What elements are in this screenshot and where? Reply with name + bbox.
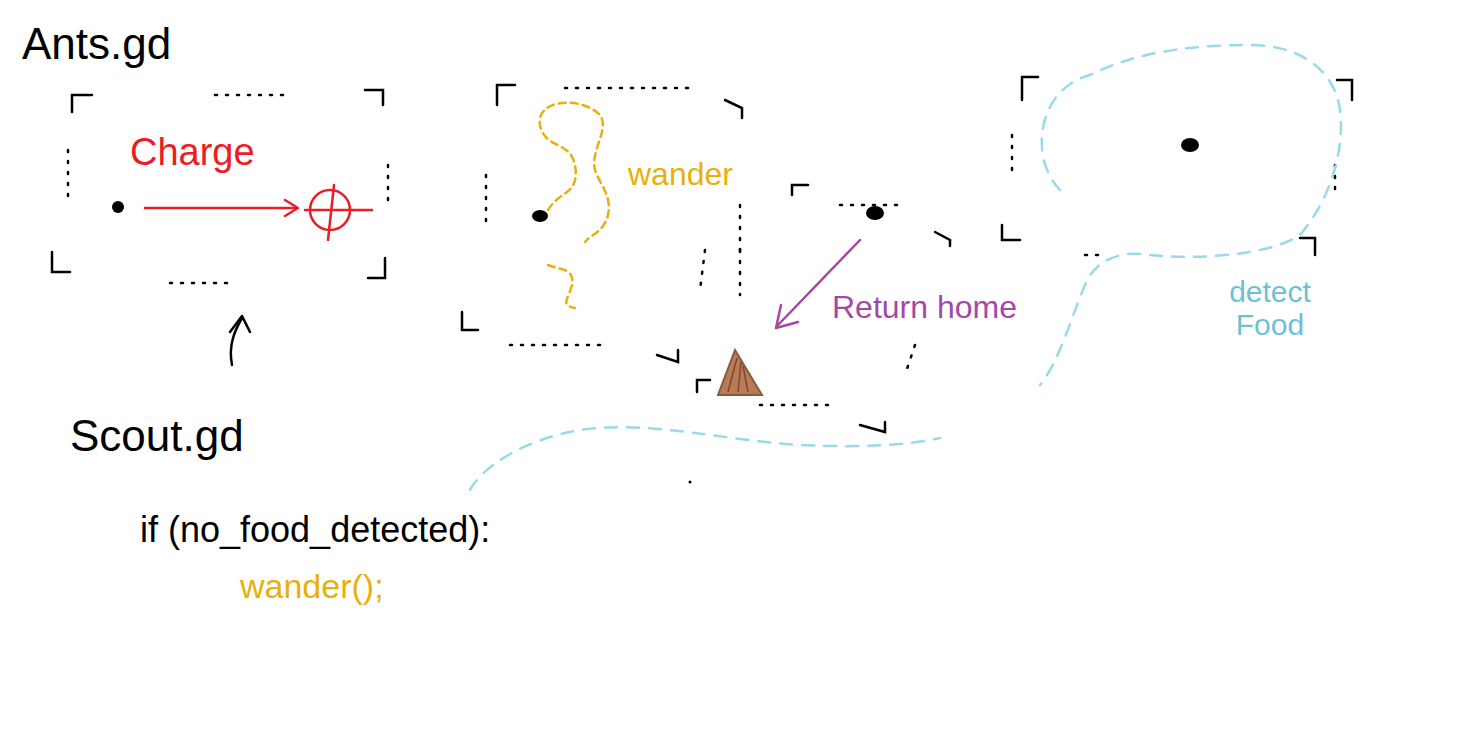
frame-corner <box>497 85 515 105</box>
ant-dot <box>866 206 884 220</box>
charge-arrow <box>145 185 372 240</box>
scout-pointer <box>230 316 250 365</box>
file-label: Scout.gd <box>70 412 244 460</box>
frame-corner <box>860 422 885 432</box>
ant-dot <box>112 201 124 213</box>
action-label: wander <box>628 157 733 192</box>
frame-corner <box>1337 80 1352 100</box>
frame-corner <box>52 252 70 272</box>
arrow-head <box>776 305 798 328</box>
ant-dot <box>1181 138 1199 152</box>
arrow-shaft <box>145 207 295 210</box>
range-outline <box>470 427 940 490</box>
file-label: Ants.gd <box>22 20 171 68</box>
wander-squiggle <box>548 265 575 308</box>
frame-corner <box>1022 77 1038 100</box>
range-outline <box>1040 45 1341 385</box>
frame-corner <box>462 312 478 330</box>
frame-corner <box>72 95 92 112</box>
action-label: Charge <box>130 132 255 174</box>
code-label: wander(); <box>240 568 384 605</box>
nest-hatch <box>728 358 748 392</box>
wander-loop <box>540 103 609 242</box>
ant-dot <box>532 210 548 222</box>
frame-one <box>52 90 388 283</box>
arrow-head <box>285 200 298 216</box>
nest-symbol <box>718 350 762 395</box>
frame-two <box>462 85 742 362</box>
frame-corner <box>935 232 950 246</box>
nest-mound <box>718 350 762 395</box>
action-label: Return home <box>832 290 1017 325</box>
frame-dots <box>486 88 740 345</box>
frame-corner <box>1300 238 1315 255</box>
frame-dots <box>1012 135 1335 255</box>
target-cross <box>305 185 372 240</box>
frame-corner <box>365 90 383 105</box>
frame-dots <box>68 95 388 283</box>
wander-path <box>540 103 609 308</box>
frame-corner <box>657 350 678 362</box>
frame-corner <box>792 185 808 195</box>
frame-corner <box>368 258 385 278</box>
frame-four <box>1002 77 1352 255</box>
frame-corner <box>697 380 710 392</box>
code-label: if (no_food_detected): <box>140 510 490 550</box>
pointer-head <box>230 316 250 332</box>
action-label: detect Food <box>1200 275 1340 341</box>
frame-corner <box>1002 225 1020 240</box>
frame-corner <box>725 100 742 118</box>
stray-mark <box>689 481 692 484</box>
detect-range <box>470 45 1341 490</box>
